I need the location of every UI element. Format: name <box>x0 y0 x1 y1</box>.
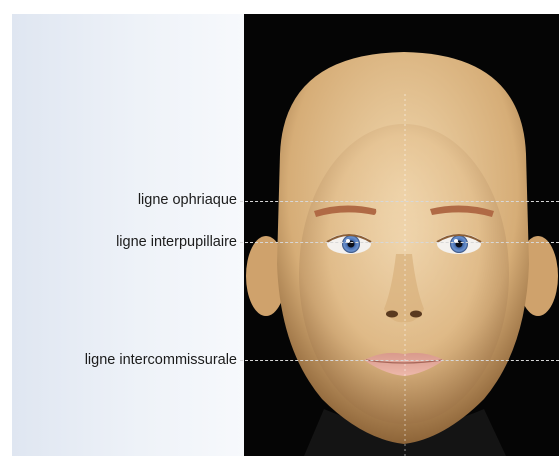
label-intercommissurale: ligne intercommissurale <box>85 352 237 368</box>
interpupillary-guide-line <box>240 242 559 243</box>
right-nostril <box>410 311 422 318</box>
left-nostril <box>386 311 398 318</box>
intercommissural-guide-line <box>240 360 559 361</box>
face-render-area <box>244 14 559 456</box>
face-render <box>244 14 559 456</box>
right-eye <box>437 234 481 254</box>
label-ophriaque: ligne ophriaque <box>138 192 237 208</box>
left-eye <box>327 234 371 254</box>
ophriaque-guide-line <box>240 201 559 202</box>
label-interpupillaire: ligne interpupillaire <box>116 234 237 250</box>
